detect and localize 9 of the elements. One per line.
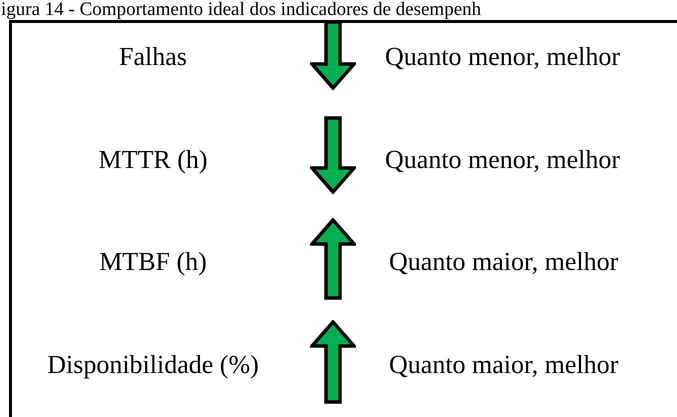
figure-title: igura 14 - Comportamento ideal dos indicadores de desempenh — [1, 0, 482, 20]
ideal-behavior-text: Quanto menor, melhor — [385, 42, 620, 72]
ideal-behavior-text: Quanto menor, melhor — [385, 145, 620, 175]
indicator-label: MTTR (h) — [97, 145, 209, 175]
ideal-behavior-text: Quanto maior, melhor — [389, 247, 618, 277]
indicator-label: Disponibilidade (%) — [46, 350, 260, 380]
ideal-behavior-text: Quanto maior, melhor — [389, 350, 618, 380]
indicator-label: Falhas — [118, 42, 188, 72]
indicator-label: MTBF (h) — [98, 247, 208, 277]
